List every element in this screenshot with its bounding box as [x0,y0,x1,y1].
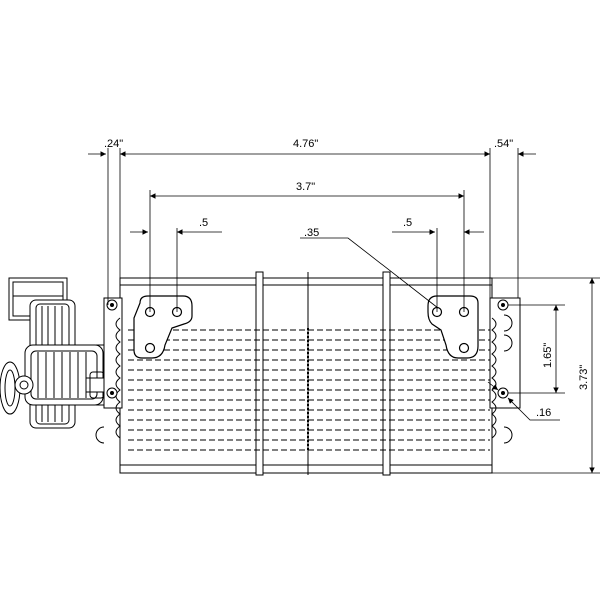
dimension-lines [88,151,595,473]
dim-left-offset: .24" [104,138,123,150]
dim-overall-height: 3.73" [578,365,590,390]
dim-overall-width: 4.76" [293,138,318,150]
dim-mount-spacing: 1.65" [542,343,554,368]
extension-lines [107,148,600,474]
dim-right-offset: .54" [494,138,513,150]
left-mount-bracket [133,295,193,359]
flange-holes [106,299,509,399]
dim-bracket-left: .5 [199,217,208,229]
dim-hole-spacing: 3.7" [296,181,315,193]
dim-hole-diameter: .35 [304,227,319,239]
dim-bracket-right: .5 [403,217,412,229]
motor-assembly [0,277,109,429]
dim-small-hole: .16 [536,407,551,419]
